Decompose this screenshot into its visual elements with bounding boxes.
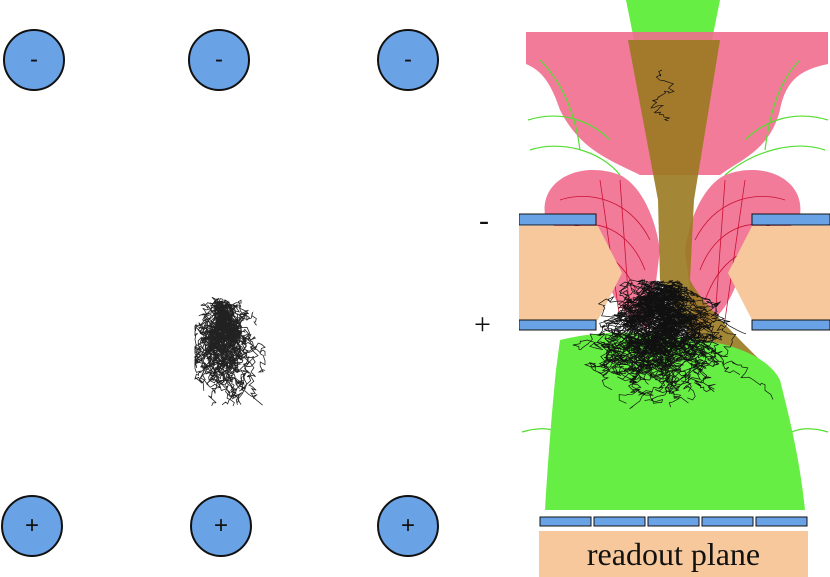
wire-sign: + (213, 512, 228, 539)
track (623, 284, 672, 340)
field-region-top (626, 0, 720, 40)
readout-plane-label: readout plane (586, 535, 761, 572)
readout-plane: readout plane (539, 531, 808, 577)
track (624, 306, 657, 380)
track (600, 287, 649, 357)
track (641, 299, 678, 366)
lower-electrode-label: + (474, 308, 491, 341)
upper-electrode-right (751, 213, 830, 226)
gem-dielectric-right (728, 226, 830, 320)
electron-funnel (628, 40, 760, 360)
cathode-wire: - (3, 29, 65, 91)
wire-sign: - (30, 46, 38, 73)
track (625, 305, 680, 346)
track (596, 280, 656, 366)
track (648, 288, 718, 360)
readout-pad (755, 516, 808, 527)
track (636, 281, 681, 363)
track (665, 285, 747, 335)
track (194, 311, 219, 364)
track (195, 310, 221, 361)
anode-wire: + (1, 495, 63, 557)
track (666, 308, 723, 359)
lower-electrode-right (751, 319, 830, 331)
track (667, 316, 710, 364)
wire-sign: - (215, 46, 223, 73)
track (221, 311, 250, 405)
wire-sign: + (24, 512, 39, 539)
anode-wire: + (190, 495, 252, 557)
track (641, 280, 684, 374)
track (662, 284, 698, 392)
upper-electrode-label: - (479, 204, 489, 237)
track (641, 295, 716, 358)
avalanche-tracks (572, 69, 774, 409)
track (213, 304, 258, 326)
readout-pad (593, 516, 646, 527)
gem-dielectric-left (519, 226, 622, 320)
readout-pads (539, 516, 808, 527)
gem-field-diagram (519, 0, 830, 577)
track (614, 300, 646, 385)
track (200, 298, 224, 340)
lower-electrode-left (519, 319, 597, 331)
field-lines (521, 59, 829, 441)
track (644, 290, 684, 404)
cathode-wire: - (188, 29, 250, 91)
cathode-wire: - (377, 29, 439, 91)
track (598, 283, 671, 377)
track (601, 294, 676, 391)
track (225, 314, 266, 373)
track (618, 281, 659, 323)
induction-region (545, 332, 805, 510)
track (637, 316, 682, 408)
track (624, 311, 648, 379)
track (650, 69, 675, 122)
wire-sign: + (400, 512, 415, 539)
readout-pad (647, 516, 700, 527)
track (631, 301, 670, 351)
track (195, 305, 233, 371)
upper-electrode-left (519, 213, 597, 226)
track (219, 319, 241, 399)
readout-pad (539, 516, 592, 527)
anode-wire: + (377, 495, 439, 557)
wire-sign: - (404, 46, 412, 73)
track (199, 314, 237, 374)
readout-pad (701, 516, 754, 527)
wire-chamber-diagram: - - - + + + (1, 29, 439, 557)
avalanche-tracks (194, 296, 266, 407)
